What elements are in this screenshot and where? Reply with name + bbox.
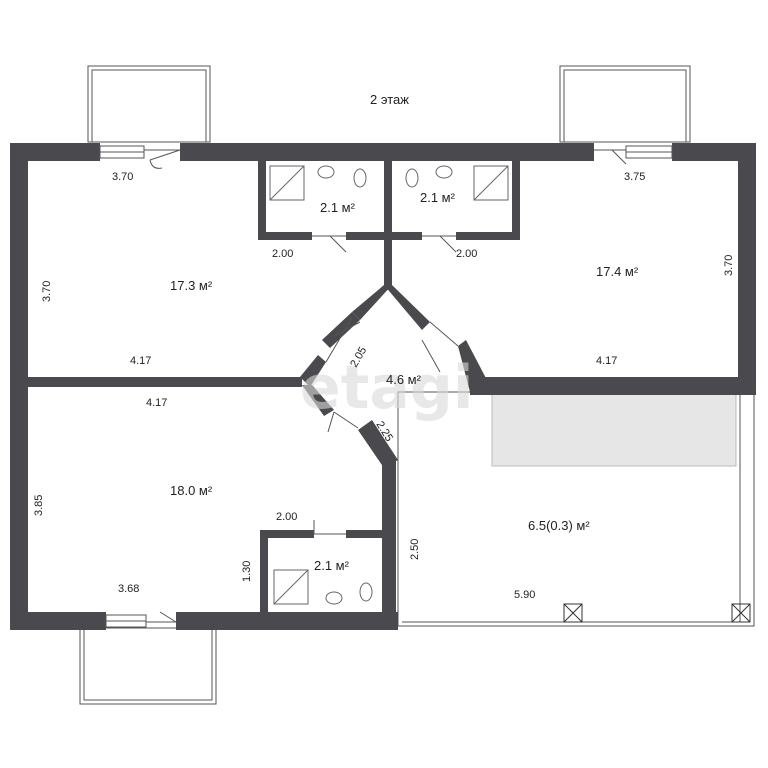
terrace-area: 6.5(0.3) м² [528,518,590,533]
terrace-canopy [491,391,737,467]
terrace-outline [397,391,755,627]
dim-bath-top-right: 2.00 [456,248,477,260]
dim-terrace-width: 5.90 [514,589,535,601]
balcony-top-right [559,65,691,143]
dim-bottom-left-height: 3.85 [33,495,45,516]
exterior-walls [10,143,756,630]
dim-top-left-bottom: 4.17 [130,355,151,367]
room-area-top-right: 17.4 м² [596,264,639,279]
floor-title: 2 этаж [370,92,409,107]
bath-area-bottom: 2.1 м² [314,558,350,573]
bathroom-fixtures [269,165,509,605]
dim-bath-bottom-width: 2.00 [276,511,297,523]
hall-area: 4.6 м² [386,372,422,387]
dim-top-left-height: 3.70 [41,281,53,302]
dim-bath-top-left: 2.00 [272,248,293,260]
dim-top-right-width: 3.75 [624,171,645,183]
dim-bath-bottom-height: 1.30 [241,561,253,582]
balcony-bottom-left [79,627,217,705]
bath-area-top-right: 2.1 м² [420,190,456,205]
room-area-bottom-left: 18.0 м² [170,483,213,498]
dim-bottom-left-top: 4.17 [146,397,167,409]
dim-bottom-left-width: 3.68 [118,583,139,595]
balcony-top-left [87,65,211,143]
dim-top-right-bottom: 4.17 [596,355,617,367]
bath-area-top-left: 2.1 м² [320,200,356,215]
dim-top-left-width: 3.70 [112,171,133,183]
doors [144,149,627,623]
windows [99,145,673,628]
terrace-markers [563,603,751,623]
room-area-top-left: 17.3 м² [170,278,213,293]
watermark: etagi [300,353,473,423]
dim-terrace-height: 2.50 [409,539,421,560]
dim-top-right-height: 3.70 [723,255,735,276]
interior-walls [10,161,520,630]
